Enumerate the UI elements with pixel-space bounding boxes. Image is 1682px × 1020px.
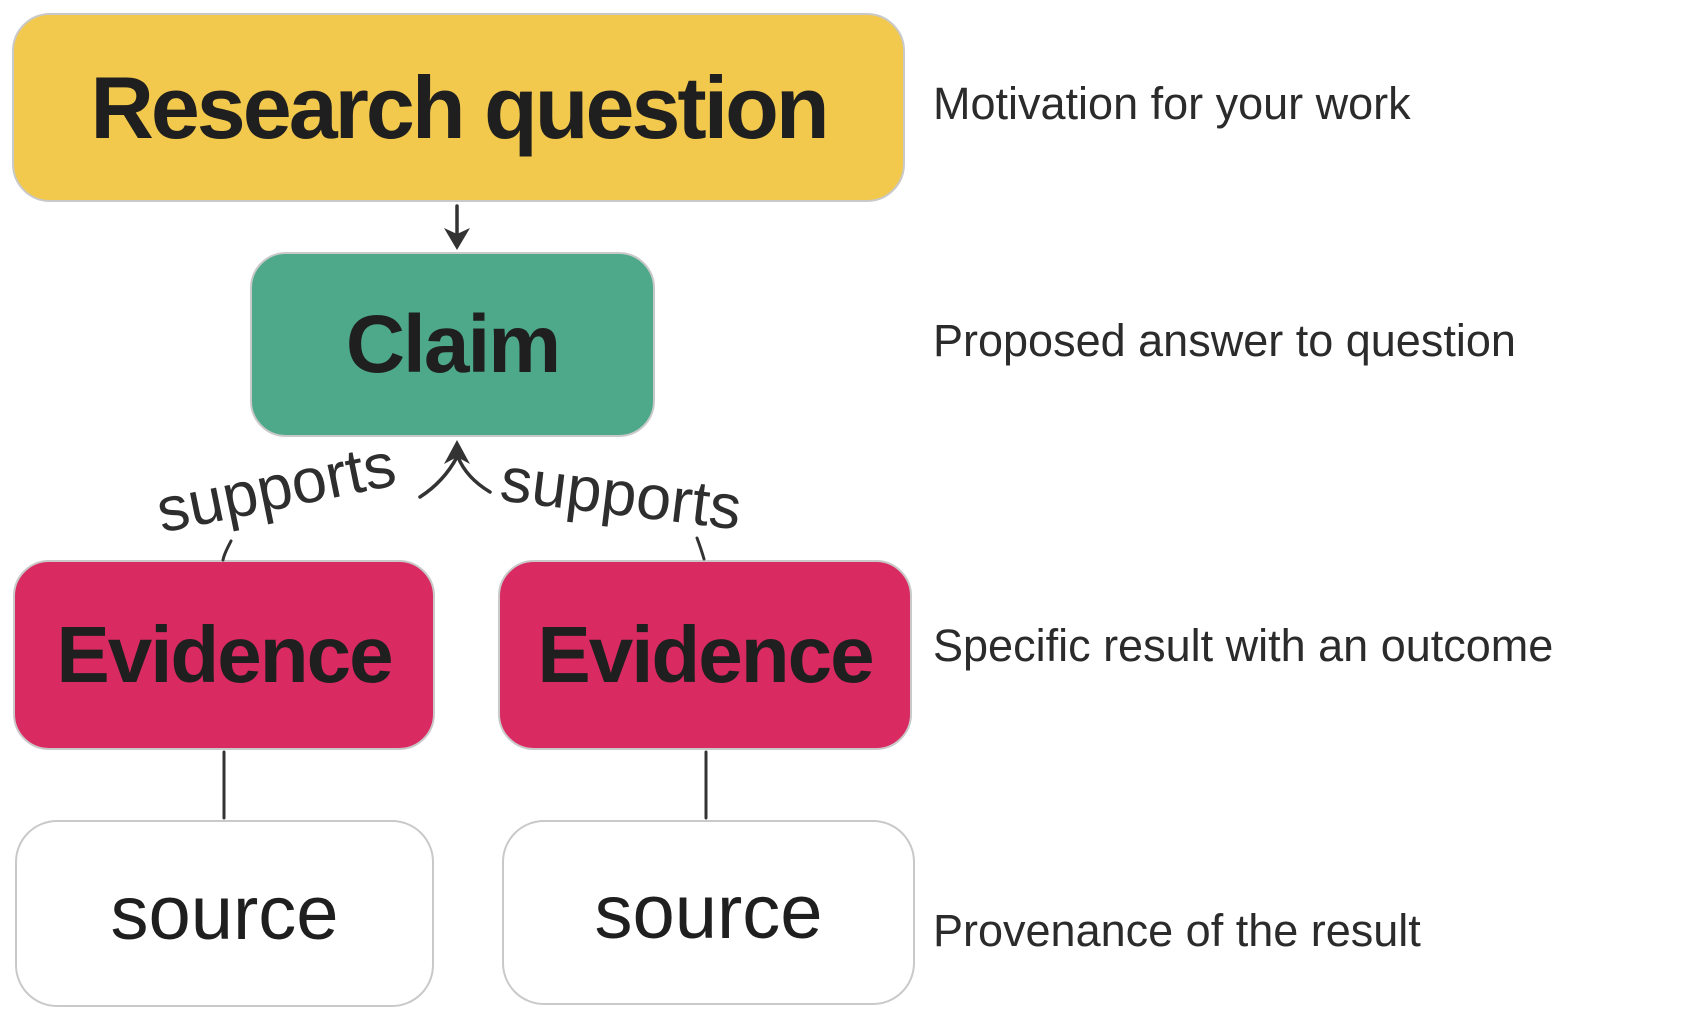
connector-evidence-to-source-icon [222,750,708,820]
research-question-node: Research question [12,13,905,202]
claim-node: Claim [250,252,655,437]
source-label-right: source [594,870,823,955]
evidence-node-left: Evidence [13,560,435,750]
supports-edge-label-left: supports [150,429,402,547]
annotation-claim: Proposed answer to question [933,315,1516,366]
annotation-research-question: Motivation for your work [933,78,1411,129]
evidence-label-right: Evidence [537,610,874,699]
annotation-evidence: Specific result with an outcome [933,620,1554,671]
source-node-left: source [15,820,434,1007]
evidence-node-right: Evidence [498,560,912,750]
source-node-right: source [502,820,915,1005]
annotation-source: Provenance of the result [933,905,1421,956]
arrow-research-to-claim-icon [444,204,470,250]
evidence-label-left: Evidence [56,610,393,699]
source-label-left: source [110,871,339,956]
supports-edge-label-right: supports [496,444,746,544]
research-question-label: Research question [90,57,829,157]
claim-label: Claim [345,298,561,390]
